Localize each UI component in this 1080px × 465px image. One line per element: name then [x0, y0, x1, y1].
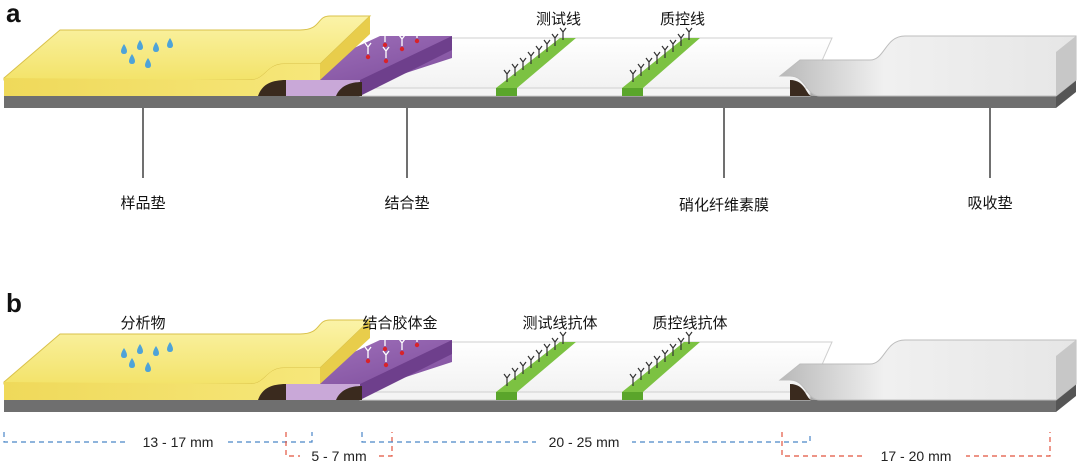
callout-lines — [142, 108, 991, 178]
test-line-label: 测试线 — [536, 10, 581, 28]
membrane-dimension: 20 - 25 mm — [549, 434, 620, 450]
panel-b-letter: b — [6, 288, 22, 318]
analyte-label: 分析物 — [120, 314, 165, 332]
strip-b — [3, 319, 1077, 413]
strip-a — [3, 15, 1077, 109]
panel-a-letter: a — [6, 0, 21, 28]
test-antibody-label: 测试线抗体 — [522, 314, 597, 332]
control-antibody-label: 质控线抗体 — [652, 314, 727, 332]
control-line-label: 质控线 — [660, 10, 705, 28]
gold-conjugate-label: 结合胶体金 — [362, 314, 437, 332]
sample-pad-dimension: 13 - 17 mm — [143, 434, 214, 450]
conjugate-pad-label: 结合垫 — [384, 194, 429, 212]
membrane-label: 硝化纤维素膜 — [679, 196, 769, 214]
sample-pad-label: 样品垫 — [120, 194, 165, 212]
absorbent-pad-label: 吸收垫 — [967, 194, 1012, 212]
conjugate-pad-dimension: 5 - 7 mm — [311, 448, 366, 464]
absorbent-pad-dimension: 17 - 20 mm — [881, 448, 952, 464]
